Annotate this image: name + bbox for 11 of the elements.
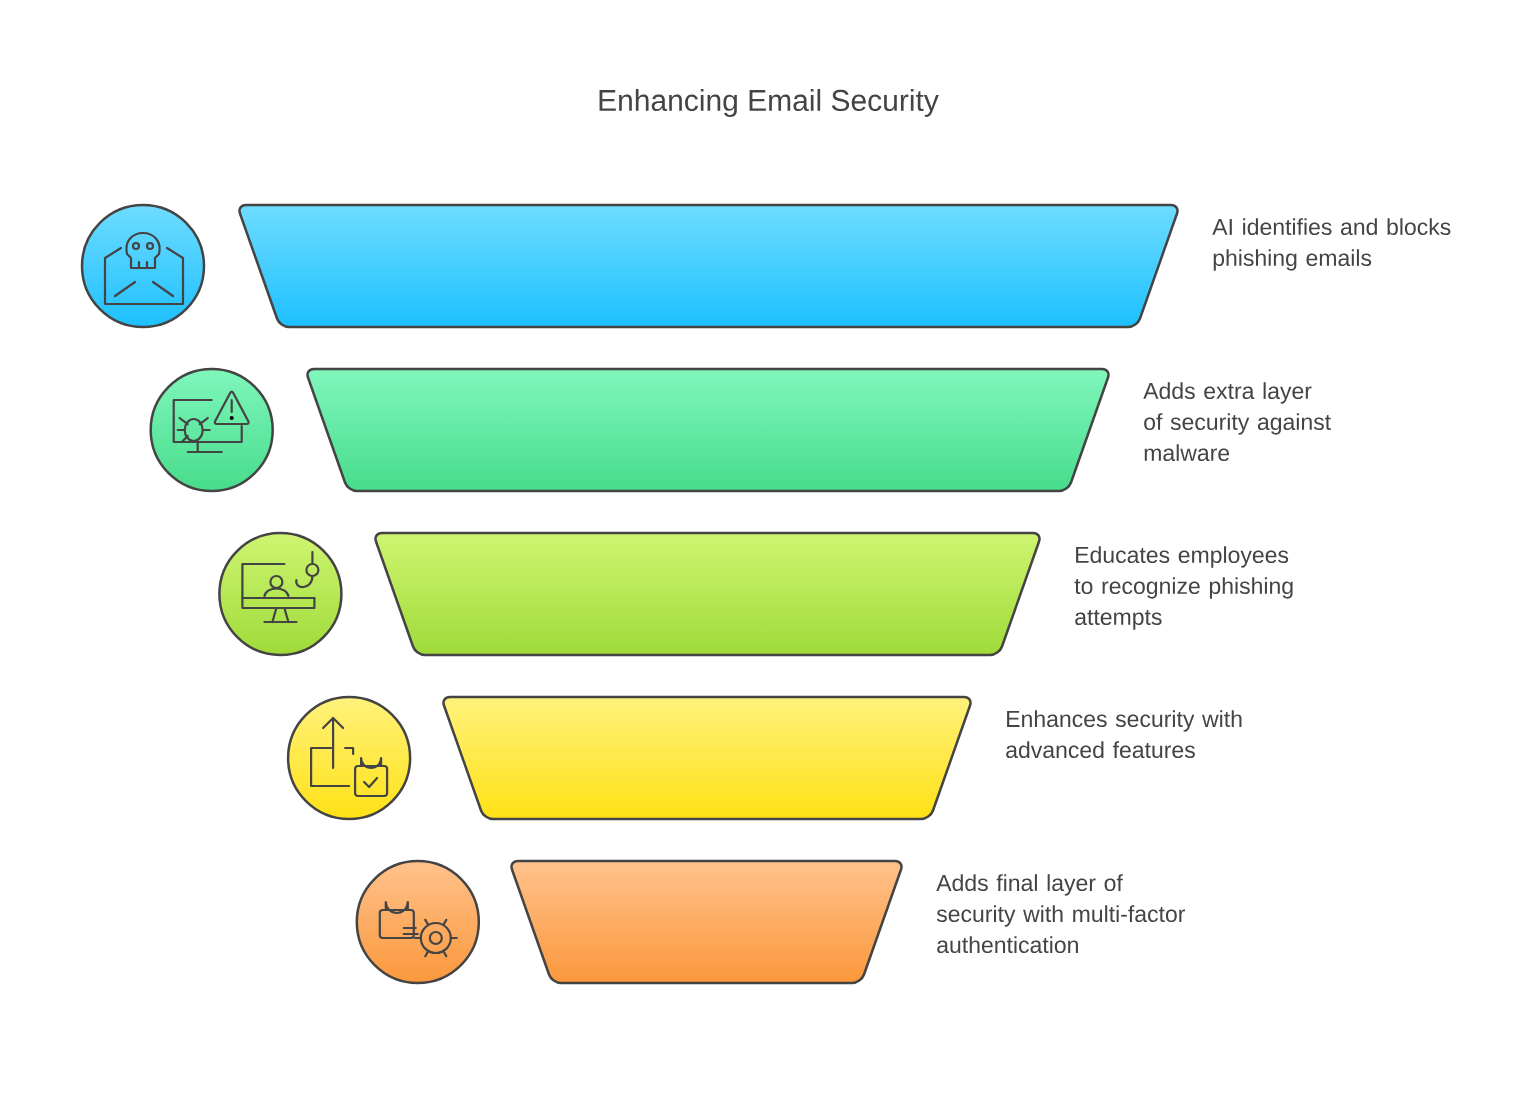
funnel-layer bbox=[306, 367, 1110, 493]
title: Enhancing Email Security bbox=[599, 89, 939, 117]
layer-description: Adds final layer of security with multi-factor authentication bbox=[936, 874, 1185, 954]
layer-description: Enhances security with advanced features bbox=[1006, 710, 1242, 759]
funnel-layer bbox=[442, 695, 972, 821]
layer-description: Adds extra layer of security against malware bbox=[1143, 382, 1331, 462]
funnel-layer bbox=[374, 531, 1041, 657]
layer-description: Educates employees to recognize phishing attempts bbox=[1074, 546, 1293, 630]
funnel-layer bbox=[238, 203, 1179, 329]
funnel-layer bbox=[510, 859, 903, 985]
layer-description: AI identifies and blocks phishing emails bbox=[1212, 218, 1451, 271]
